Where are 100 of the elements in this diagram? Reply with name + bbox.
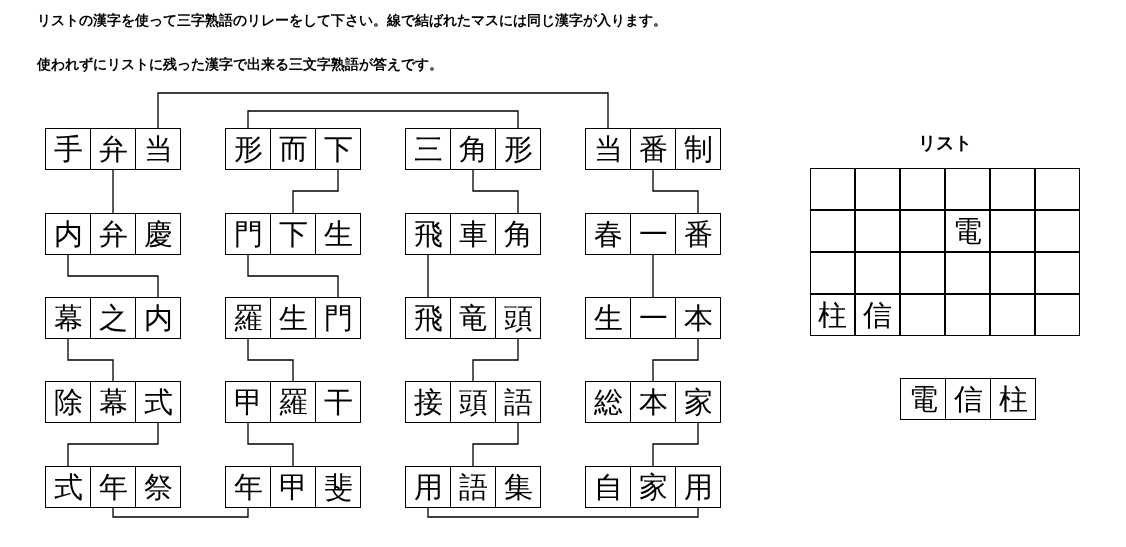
grid-cell: 電 <box>945 210 990 252</box>
kanji-cell: 集 <box>495 466 541 508</box>
connector-line <box>652 337 699 382</box>
connector-line <box>247 253 339 298</box>
kanji-cell: 形 <box>225 128 271 170</box>
kanji-cell: 手 <box>45 128 91 170</box>
kanji-cell: 一 <box>630 213 676 255</box>
instruction-text: リストの漢字を使って三字熟語のリレーをして下さい。線で結ばれたマスには同じ漢字が入ります。 <box>37 12 667 30</box>
kanji-cell: 角 <box>450 128 496 170</box>
connector-line <box>67 337 114 382</box>
grid-cell <box>900 252 945 294</box>
kanji-cell: 制 <box>675 128 721 170</box>
kanji-cell: 三 <box>405 128 451 170</box>
kanji-cell: 年 <box>90 466 136 508</box>
grid-cell <box>900 294 945 336</box>
connector-line <box>67 421 159 467</box>
connector-line <box>652 253 654 298</box>
kanji-cell: 接 <box>405 381 451 423</box>
connector-line <box>652 168 699 214</box>
grid-cell <box>1035 252 1080 294</box>
kanji-cell: 用 <box>675 466 721 508</box>
kanji-cell: 頭 <box>450 381 496 423</box>
kanji-cell: 車 <box>450 213 496 255</box>
kanji-cell: 干 <box>315 381 361 423</box>
grid-cell <box>945 252 990 294</box>
kanji-cell: 総 <box>585 381 631 423</box>
kanji-cell: 羅 <box>225 297 271 339</box>
kanji-cell: 弁 <box>90 128 136 170</box>
kanji-cell: 番 <box>675 213 721 255</box>
kanji-cell: 竜 <box>450 297 496 339</box>
list-heading: リスト <box>918 131 972 155</box>
answer-cell: 柱 <box>990 378 1036 420</box>
connector-line <box>472 421 519 467</box>
grid-cell <box>855 252 900 294</box>
kanji-cell: 而 <box>270 128 316 170</box>
kanji-cell: 頭 <box>495 297 541 339</box>
kanji-cell: 本 <box>630 381 676 423</box>
grid-cell <box>990 168 1035 210</box>
kanji-cell: 下 <box>270 213 316 255</box>
kanji-cell: 式 <box>135 381 181 423</box>
answer-cell: 電 <box>900 378 946 420</box>
grid-cell <box>1035 294 1080 336</box>
kanji-cell: 幕 <box>90 381 136 423</box>
kanji-cell: 角 <box>495 213 541 255</box>
kanji-cell: 甲 <box>225 381 271 423</box>
grid-cell <box>1035 210 1080 252</box>
connector-line <box>112 168 114 214</box>
kanji-cell: 用 <box>405 466 451 508</box>
kanji-cell: 幕 <box>45 297 91 339</box>
connector-line <box>247 337 294 382</box>
kanji-cell: 式 <box>45 466 91 508</box>
kanji-cell: 飛 <box>405 297 451 339</box>
kanji-cell: 当 <box>135 128 181 170</box>
grid-cell <box>990 294 1035 336</box>
kanji-cell: 生 <box>585 297 631 339</box>
kanji-cell: 語 <box>450 466 496 508</box>
kanji-cell: 自 <box>585 466 631 508</box>
kanji-cell: 除 <box>45 381 91 423</box>
kanji-cell: 羅 <box>270 381 316 423</box>
grid-cell <box>990 252 1035 294</box>
kanji-cell: 門 <box>315 297 361 339</box>
kanji-cell: 形 <box>495 128 541 170</box>
grid-cell: 柱 <box>810 294 855 336</box>
connector-line <box>652 421 699 467</box>
kanji-cell: 生 <box>315 213 361 255</box>
grid-cell <box>1035 168 1080 210</box>
kanji-cell: 春 <box>585 213 631 255</box>
grid-cell <box>855 210 900 252</box>
grid-cell <box>945 294 990 336</box>
grid-cell <box>900 168 945 210</box>
kanji-cell: 下 <box>315 128 361 170</box>
connector-line <box>247 421 294 467</box>
kanji-cell: 之 <box>90 297 136 339</box>
kanji-cell: 生 <box>270 297 316 339</box>
kanji-cell: 一 <box>630 297 676 339</box>
instruction-text: 使われずにリストに残った漢字で出来る三文字熟語が答えです。 <box>37 56 443 74</box>
kanji-cell: 内 <box>135 297 181 339</box>
kanji-cell: 語 <box>495 381 541 423</box>
connector-line <box>472 168 519 214</box>
connector-line <box>67 253 159 298</box>
kanji-cell: 番 <box>630 128 676 170</box>
kanji-cell: 斐 <box>315 466 361 508</box>
connector-line <box>472 337 519 382</box>
answer-cell: 信 <box>945 378 991 420</box>
kanji-cell: 家 <box>675 381 721 423</box>
kanji-cell: 飛 <box>405 213 451 255</box>
connector-line <box>427 507 699 518</box>
grid-cell <box>810 210 855 252</box>
grid-cell: 信 <box>855 294 900 336</box>
kanji-cell: 当 <box>585 128 631 170</box>
grid-cell <box>900 210 945 252</box>
grid-cell <box>855 168 900 210</box>
kanji-cell: 家 <box>630 466 676 508</box>
grid-cell <box>810 168 855 210</box>
connector-line <box>292 168 339 214</box>
kanji-cell: 内 <box>45 213 91 255</box>
connector-line <box>427 253 429 298</box>
grid-cell <box>945 168 990 210</box>
kanji-cell: 弁 <box>90 213 136 255</box>
grid-cell <box>990 210 1035 252</box>
